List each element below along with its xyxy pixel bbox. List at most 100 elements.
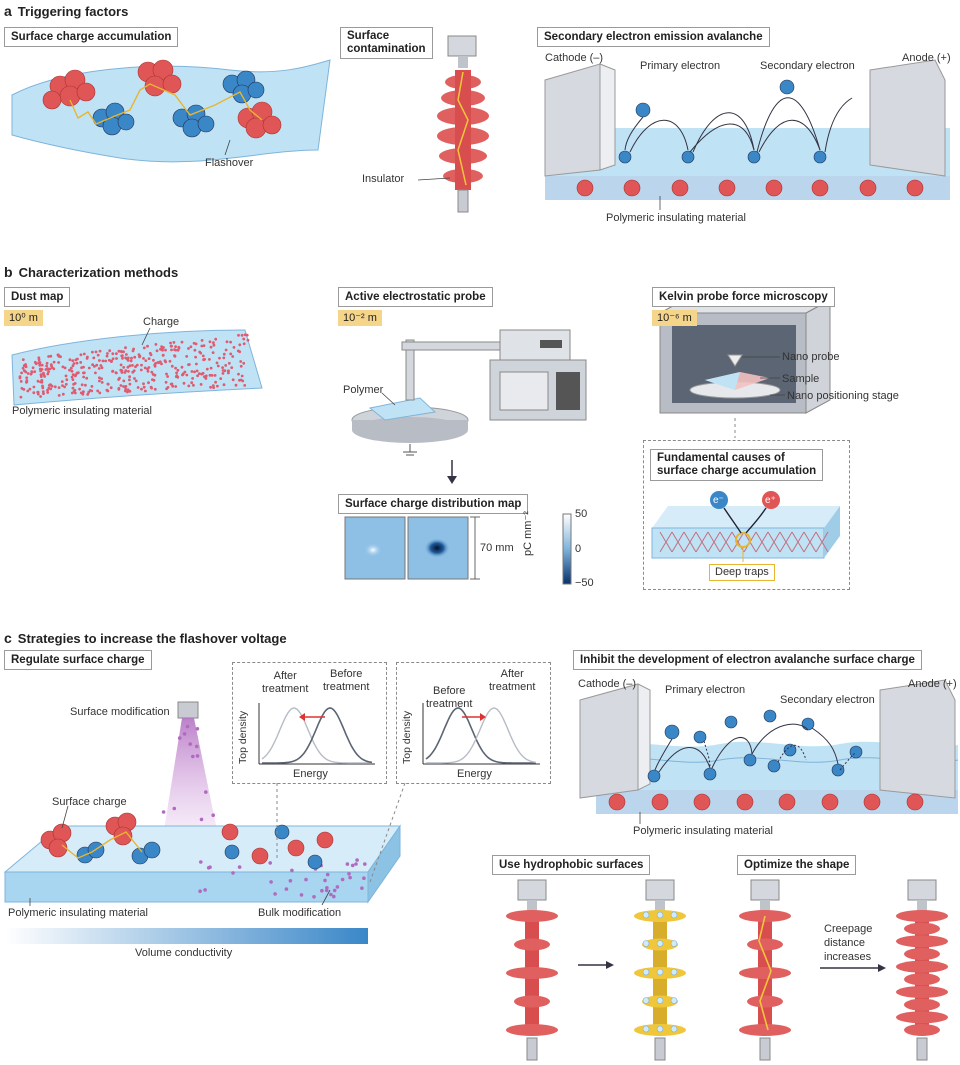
label-secondary-electron-c: Secondary electron: [780, 694, 875, 706]
label-material-c: Polymeric insulating material: [8, 907, 148, 919]
box-regulate-surface-charge: Regulate surface charge: [4, 650, 152, 670]
box-active-probe: Active electrostatic probe: [338, 287, 493, 307]
label-sample: Sample: [782, 373, 820, 385]
surface-modification-beam: [160, 701, 222, 855]
insulator-optimized-shape: [896, 879, 948, 1061]
label-cb-min: −50: [575, 577, 594, 589]
label-primary-electron-c: Primary electron: [665, 684, 746, 696]
insulator-hydrophobic: [634, 879, 686, 1061]
label-surface-charge: Surface charge: [52, 796, 127, 808]
label-material-a: Polymeric insulating material: [606, 212, 746, 224]
label-top-density-left: Top density: [237, 710, 249, 764]
kpfm-leaders: [742, 356, 785, 396]
label-secondary-electron-a: Secondary electron: [760, 60, 855, 72]
scale-dust: 10⁰ m: [4, 310, 43, 326]
electron-trajectories-a: [624, 97, 853, 153]
scale-probe: 10⁻² m: [338, 310, 382, 326]
down-arrow: [447, 460, 457, 484]
avalanche-chamber-c: [579, 679, 959, 814]
label-surface-modification: Surface modification: [70, 706, 170, 718]
electrostatic-probe-instrument: [351, 329, 587, 456]
label-colorbar-unit: pC mm⁻²: [522, 511, 534, 556]
flashover-leader: [224, 139, 231, 156]
electrons-a: [618, 79, 827, 164]
charge-map-2: [407, 516, 469, 580]
label-flashover: Flashover: [205, 157, 254, 169]
insulator-leader: [417, 177, 451, 181]
material-slab-c: [3, 824, 401, 904]
label-cathode-c: Cathode (–): [578, 678, 637, 690]
positive-ions-row-a: [576, 179, 924, 197]
label-energy-left: Energy: [293, 768, 328, 780]
creepage-arrow: [820, 964, 886, 972]
insulator-before-shape: [739, 879, 791, 1061]
box-surface-charge-accumulation: Surface charge accumulation: [4, 27, 179, 47]
box-distribution-map: Surface charge distribution map: [338, 494, 529, 514]
label-charge: Charge: [143, 316, 180, 328]
negative-charge-clusters: [92, 70, 265, 138]
label-deep-traps: Deep traps: [709, 564, 775, 581]
label-cb-max: 50: [575, 508, 588, 520]
box-optimize-shape: Optimize the shape: [737, 855, 857, 875]
electron-capture-arrow: [723, 507, 742, 534]
box-inhibit-avalanche: Inhibit the development of electron aval…: [573, 650, 922, 670]
label-map-size: 70 mm: [480, 542, 514, 554]
kpfm-instrument: [659, 299, 831, 414]
graph-box-left: [232, 662, 387, 784]
energy-graph-left: [258, 703, 375, 765]
label-e-minus: e⁻: [713, 495, 724, 506]
scale-kpfm: 10⁻⁶ m: [652, 310, 697, 326]
label-material-c2: Polymeric insulating material: [633, 825, 773, 837]
box-kpfm: Kelvin probe force microscopy: [652, 287, 835, 307]
charge-map-1: [344, 516, 406, 580]
box-secondary-electron-avalanche: Secondary electron emission avalanche: [537, 27, 770, 47]
box-dust-map: Dust map: [4, 287, 71, 307]
energy-graph-right: [422, 703, 540, 765]
hole-bubble: [762, 491, 780, 509]
insulator-a: [437, 35, 489, 213]
label-polymer: Polymer: [343, 384, 384, 396]
label-insulator: Insulator: [362, 173, 405, 185]
label-material-b: Polymeric insulating material: [12, 405, 152, 417]
label-cathode-a: Cathode (–): [545, 52, 604, 64]
electron-trajectories-c: [654, 723, 857, 773]
box-hydrophobic: Use hydrophobic surfaces: [492, 855, 651, 875]
graph-box-right: [396, 662, 551, 784]
colorbar: [562, 513, 572, 585]
surface-flashover-path: [61, 831, 143, 859]
deep-traps-slab: [651, 506, 840, 559]
graph-connectors: [276, 782, 406, 883]
map-size-bracket: [470, 516, 480, 580]
electron-bubble: [710, 491, 728, 509]
label-cb-mid: 0: [575, 543, 582, 555]
dust-charge-dots: [18, 333, 250, 399]
label-anode-a: Anode (+): [902, 52, 951, 64]
insulator-original: [506, 879, 558, 1061]
causes-dashed-box: [643, 440, 850, 590]
charge-leader: [141, 327, 151, 346]
label-top-density-right: Top density: [401, 710, 413, 764]
label-anode-c: Anode (+): [908, 678, 957, 690]
hydrophobic-arrow: [578, 961, 614, 969]
label-nano-probe: Nano probe: [782, 351, 840, 363]
label-energy-right: Energy: [457, 768, 492, 780]
polymer-leader: [381, 392, 396, 406]
avalanche-chamber-a: [544, 59, 950, 200]
label-primary-electron-a: Primary electron: [640, 60, 721, 72]
bulk-leader: [321, 889, 331, 906]
flashover-paths: [69, 83, 263, 125]
polymer-chain-pattern: [659, 531, 829, 553]
label-volume-conductivity: Volume conductivity: [135, 947, 233, 959]
label-e-plus: e⁺: [765, 495, 776, 506]
